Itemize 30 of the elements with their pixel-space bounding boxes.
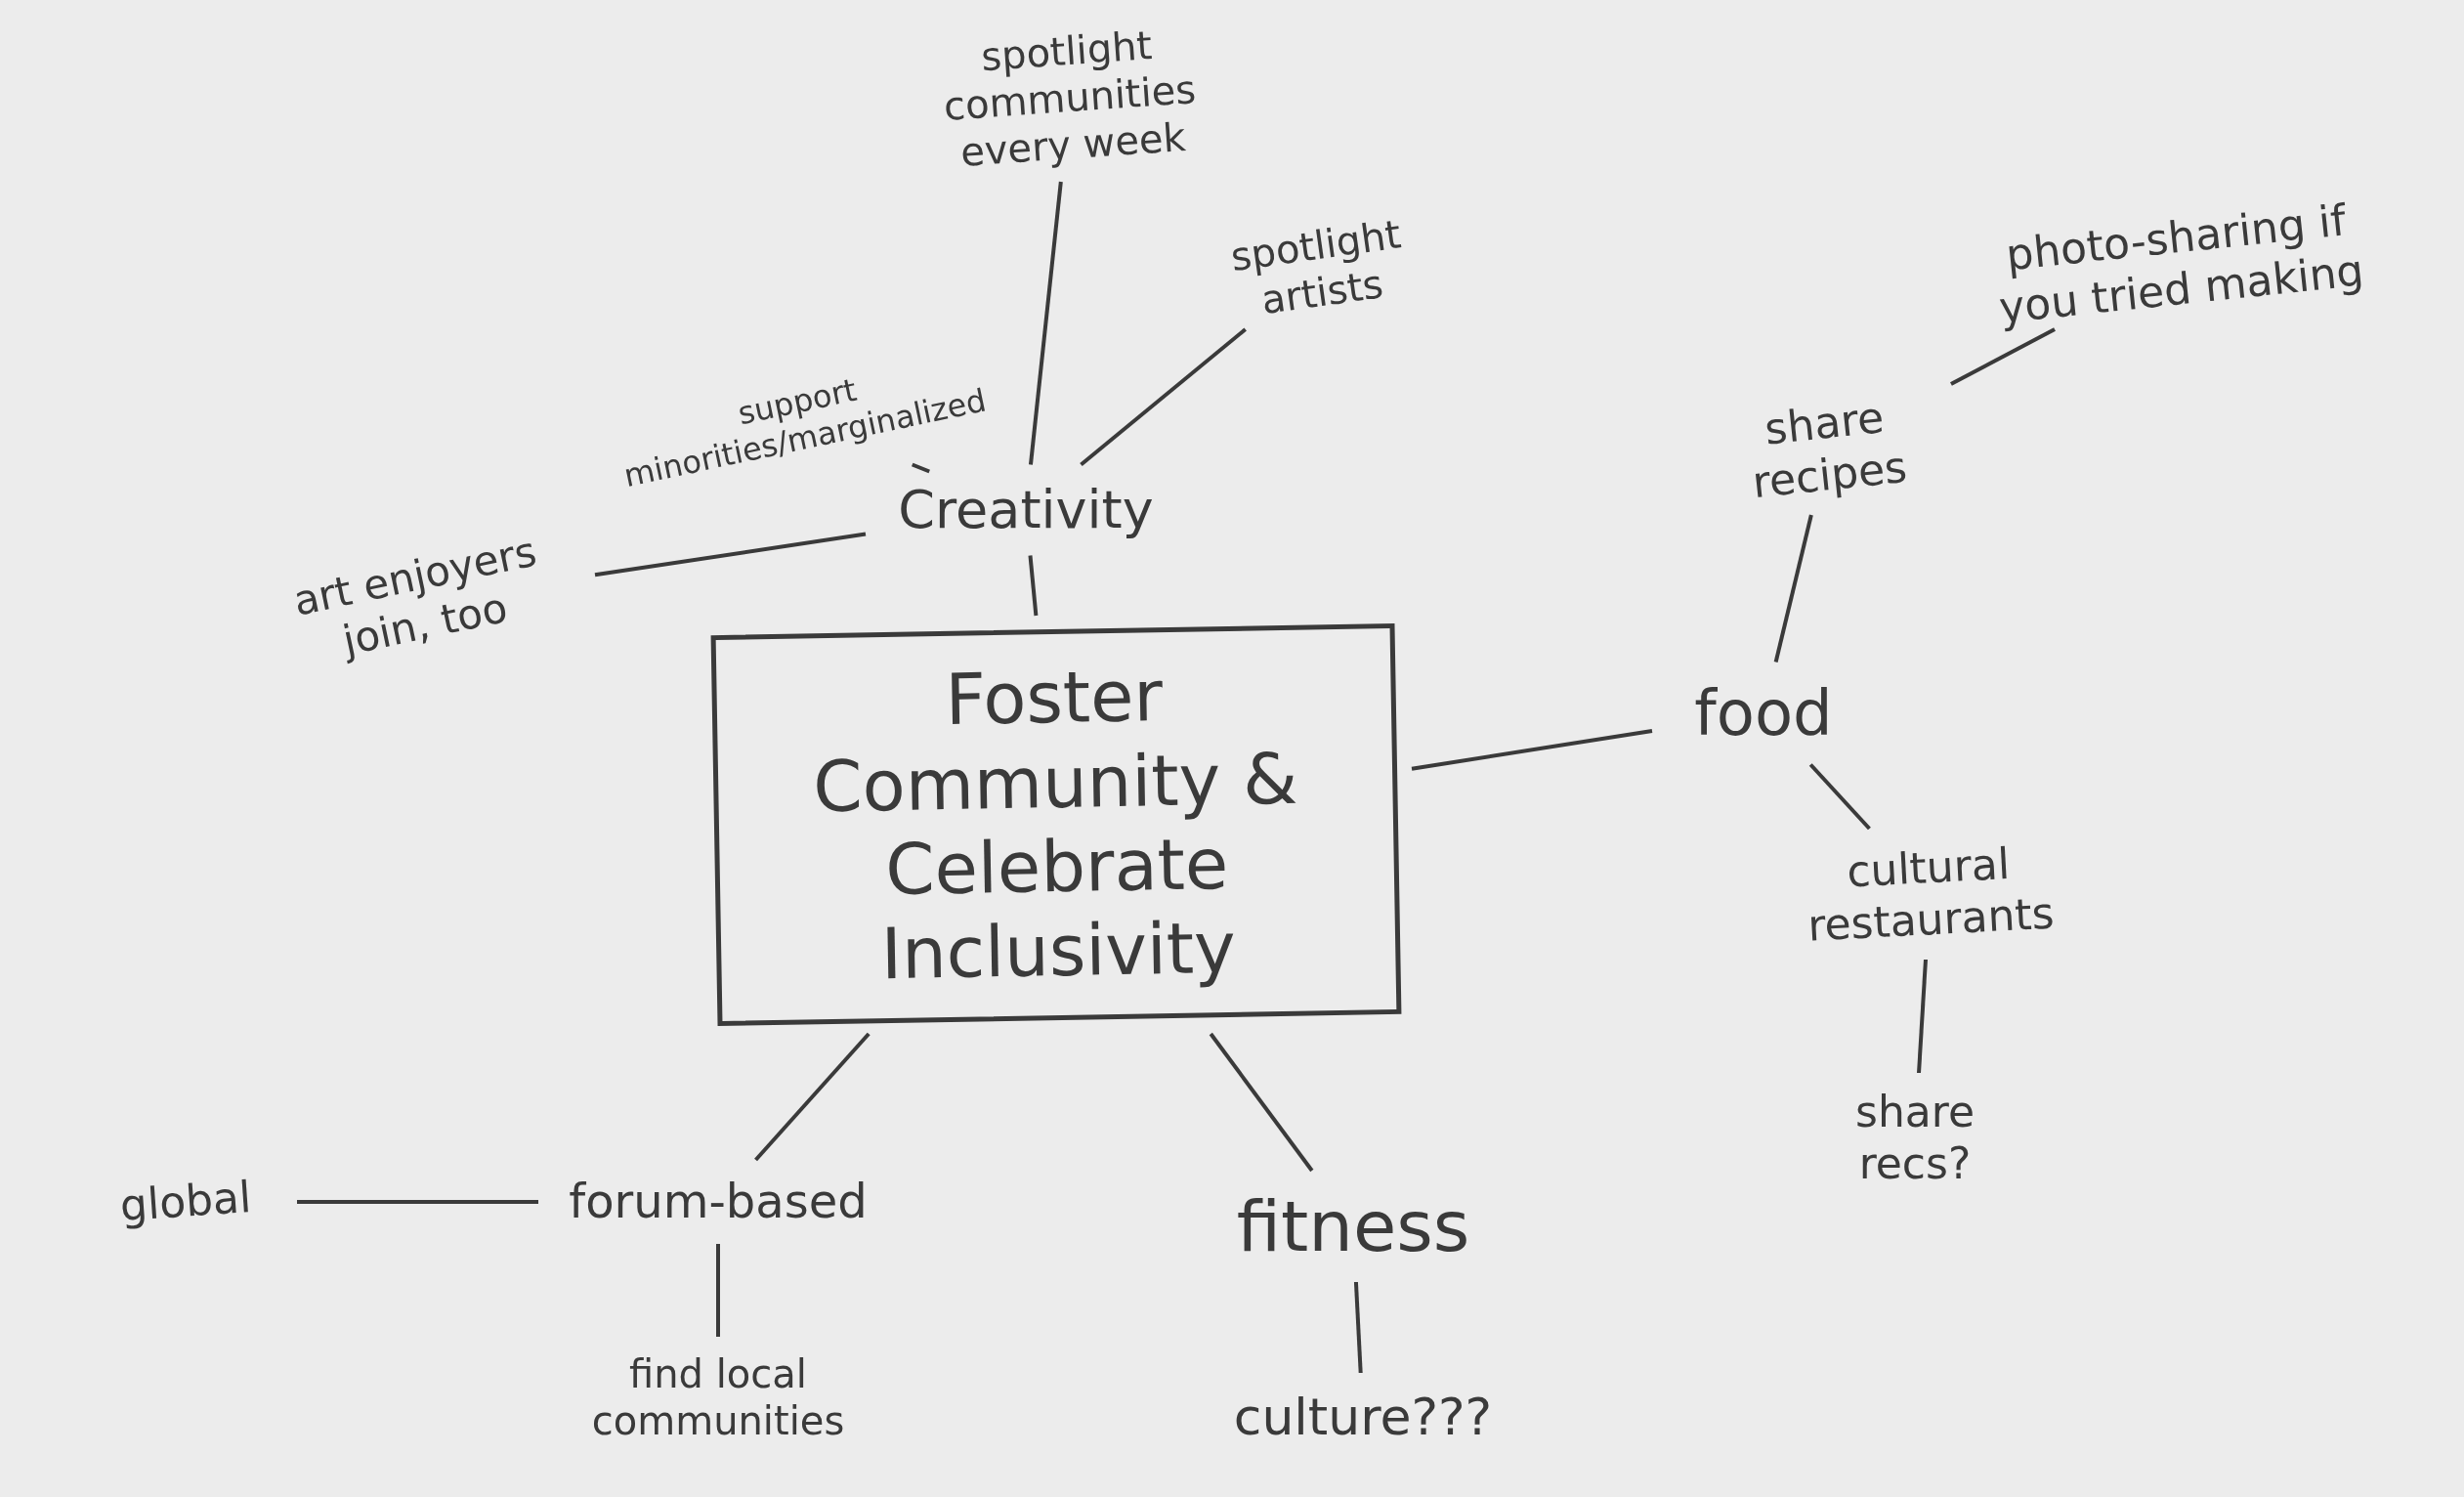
connector-line	[1080, 327, 1247, 467]
topic-text: culture???	[1202, 1386, 1524, 1448]
connector-line	[1773, 514, 1813, 663]
topic-text: cultural restaurants	[1765, 834, 2094, 955]
topic-text: food	[1666, 675, 1861, 751]
topic-text: art enjoyers join, too	[252, 519, 588, 683]
connector-line	[912, 462, 930, 474]
topic-text: fitness	[1226, 1183, 1480, 1269]
topic-text: Creativity	[879, 478, 1172, 542]
goal-box: Foster Community & Celebrate Inclusivity	[710, 622, 1402, 1027]
topic-text: global	[86, 1169, 285, 1235]
topic-text: photo-sharing if you tried making	[1959, 190, 2399, 338]
connector-line	[1353, 1281, 1363, 1374]
topic-text: spotlight communities every week	[889, 15, 1251, 181]
connector-line	[297, 1200, 538, 1204]
connector-line	[716, 1244, 720, 1337]
connector-line	[594, 532, 867, 577]
connector-line	[1028, 555, 1039, 617]
connector-line	[1917, 959, 1928, 1074]
connector-line	[1950, 327, 2056, 386]
connector-line	[754, 1032, 871, 1162]
topic-text: share recipes	[1710, 386, 1944, 513]
topic-text: find local communities	[562, 1350, 874, 1444]
connector-line	[1808, 763, 1871, 831]
topic-text: share recs?	[1803, 1087, 2027, 1190]
topic-text: spotlight artists	[1176, 203, 1462, 334]
topic-text: forum-based	[552, 1174, 884, 1230]
connector-line	[1028, 181, 1063, 465]
connector-line	[1209, 1032, 1314, 1173]
connector-line	[1411, 728, 1653, 771]
